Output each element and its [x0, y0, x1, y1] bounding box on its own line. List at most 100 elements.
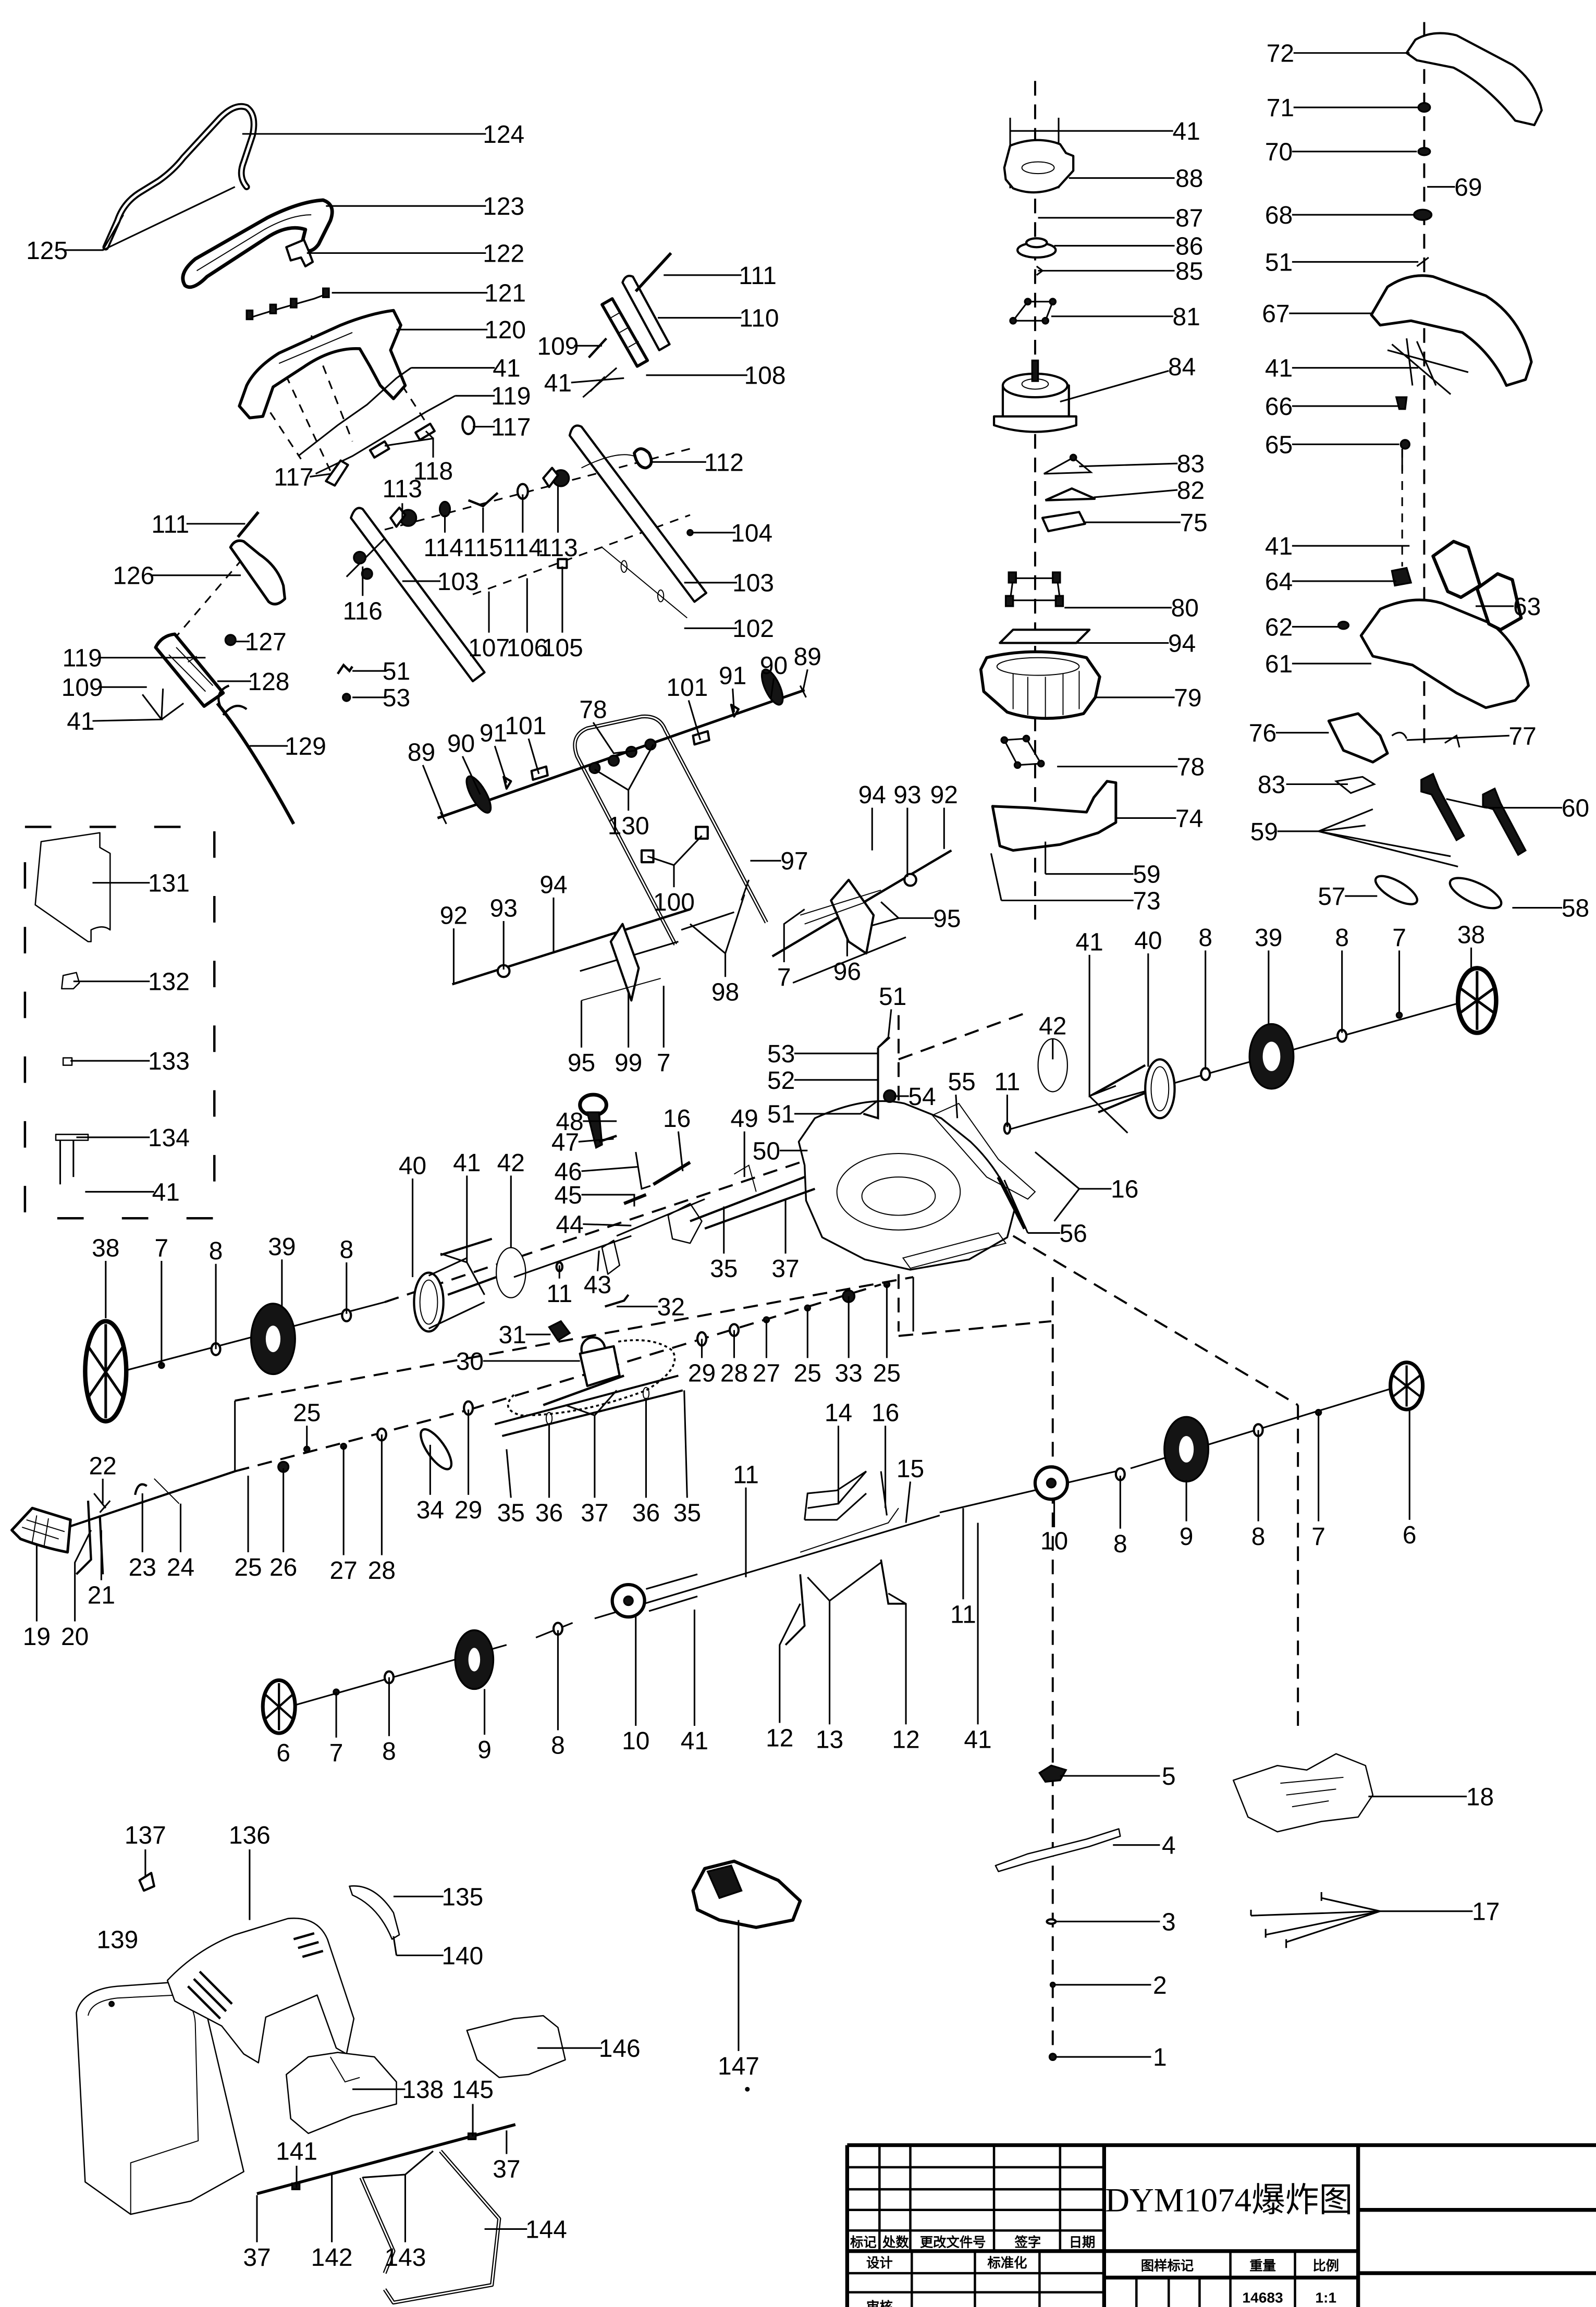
parts-motor-stack: [979, 117, 1118, 901]
part-110-tube: [621, 275, 671, 351]
callout-125: 125: [26, 237, 68, 265]
callout-113: 113: [538, 534, 578, 562]
callout-8: 8: [1113, 1530, 1127, 1558]
axle-line: [1006, 999, 1469, 1131]
part-60-wire-harness: [1420, 772, 1527, 856]
callout-group-front-left-wheel: 38 7 8 39 8 40 41 42 11: [92, 1149, 572, 1366]
revision-header-date: 日期: [1069, 2234, 1096, 2250]
callout-107: 107: [468, 634, 510, 662]
callout-128: 128: [248, 668, 290, 696]
callout-119: 119: [491, 383, 531, 410]
part-111-pin: [634, 252, 672, 292]
part-56-spring: [997, 1176, 1027, 1230]
callout-group-blade-stack: 5 4 3 2 1 18 17: [1055, 1763, 1500, 2071]
callout-37: 37: [243, 2244, 271, 2272]
part-4-blade: [995, 1828, 1121, 1872]
revision-header-change-doc: 更改文件号: [920, 2234, 986, 2250]
part-17-screws: [1250, 1892, 1322, 1948]
callout-110: 110: [739, 305, 779, 333]
callout-25: 25: [234, 1554, 262, 1581]
callout-57: 57: [1318, 883, 1345, 911]
part-95-bracket: [800, 889, 881, 925]
callout-99: 99: [615, 1049, 642, 1077]
part-74-air-guide: [991, 780, 1118, 852]
part-35-37-rods: [690, 1176, 816, 1230]
callout-136: 136: [229, 1822, 271, 1849]
callout-36: 36: [632, 1500, 660, 1527]
part-22-clip: [93, 1493, 111, 1513]
part-24-pin: [154, 1478, 180, 1504]
callout-89: 89: [794, 643, 821, 671]
callout-114: 114: [503, 534, 543, 562]
axle-line: [513, 1235, 632, 1278]
part-79-motor-housing: [979, 650, 1101, 720]
part-93-knob: [903, 873, 917, 887]
callout-111: 111: [151, 511, 189, 538]
callout-65: 65: [1265, 431, 1293, 459]
callout-103: 103: [437, 568, 479, 596]
callout-group-motor-stack: 41 88 87 86 85 81 84 83 82 75 80 94 79 7…: [1001, 118, 1208, 915]
callout-group-deck: 51 53 52 51 54 55 49 50 48 47 16 46 45 4…: [551, 983, 1139, 1299]
callout-37: 37: [581, 1500, 608, 1527]
weight-label: 重量: [1249, 2257, 1276, 2273]
part-10-gear-cover: [610, 1582, 646, 1619]
callout-9: 9: [1180, 1523, 1194, 1551]
callout-9: 9: [477, 1736, 492, 1764]
callout-104: 104: [731, 520, 772, 547]
callout-53: 53: [767, 1040, 795, 1068]
callout-39: 39: [1255, 924, 1282, 952]
part-95-bracket: [581, 978, 661, 1001]
callout-131: 131: [148, 870, 190, 898]
callout-134: 134: [148, 1124, 190, 1152]
callout-82: 82: [1177, 477, 1205, 505]
part-82-seal: [1045, 487, 1096, 501]
callout-76: 76: [1249, 720, 1276, 747]
part-68-knob: [1413, 208, 1433, 221]
drawing-mark-label: 图样标记: [1141, 2257, 1194, 2273]
callout-130: 130: [608, 812, 649, 840]
callout-10: 10: [622, 1727, 649, 1755]
part-84-motor: [992, 359, 1077, 433]
callout-41: 41: [681, 1727, 708, 1755]
leader-line: [1001, 130, 1181, 902]
callout-59: 59: [1133, 861, 1160, 889]
callout-102: 102: [732, 615, 774, 643]
callout-6: 6: [276, 1739, 290, 1767]
callout-62: 62: [1265, 613, 1293, 641]
part-144-frame: [383, 2150, 501, 2305]
standardization-label: 标准化: [987, 2255, 1027, 2271]
part-55-chute-frame: [931, 1102, 1036, 1200]
part-121-screws: [245, 287, 330, 321]
callout-103: 103: [732, 570, 774, 597]
callout-49: 49: [731, 1105, 758, 1133]
part-100-connector: [640, 826, 709, 864]
callout-group-upper-handle: 124 125 123 122 121 120 41 119 117 118 1…: [26, 121, 531, 492]
part-16-spring: [652, 1161, 691, 1186]
callout-74: 74: [1175, 805, 1203, 832]
part-41-screws: [1098, 1064, 1149, 1113]
callout-36: 36: [535, 1500, 563, 1527]
callout-91: 91: [719, 662, 746, 690]
inset-accessory-box: [23, 826, 216, 1220]
callout-11: 11: [950, 1601, 976, 1628]
part-50-deck: [797, 1100, 1016, 1271]
parts-handle-mount: [346, 252, 708, 683]
part-23-hook: [134, 1483, 148, 1495]
callout-80: 80: [1171, 595, 1199, 622]
parts-upper-handle: [102, 103, 475, 487]
part-58-grille: [1448, 877, 1503, 910]
callout-108: 108: [744, 362, 786, 390]
callout-34: 34: [416, 1496, 444, 1524]
part-12-13-brackets: [784, 1559, 906, 1646]
leader-line: [64, 133, 495, 478]
part-65-screw: [1399, 439, 1410, 471]
callout-78: 78: [1177, 754, 1205, 781]
part-128-switch-box: [154, 632, 225, 708]
part-132-clip: [61, 972, 80, 990]
part-111-pin: [237, 511, 260, 538]
callout-27: 27: [330, 1557, 358, 1585]
callout-84: 84: [1168, 353, 1196, 381]
parts-top-cover: [1327, 32, 1543, 910]
callout-98: 98: [711, 978, 739, 1006]
callout-7: 7: [155, 1235, 169, 1262]
